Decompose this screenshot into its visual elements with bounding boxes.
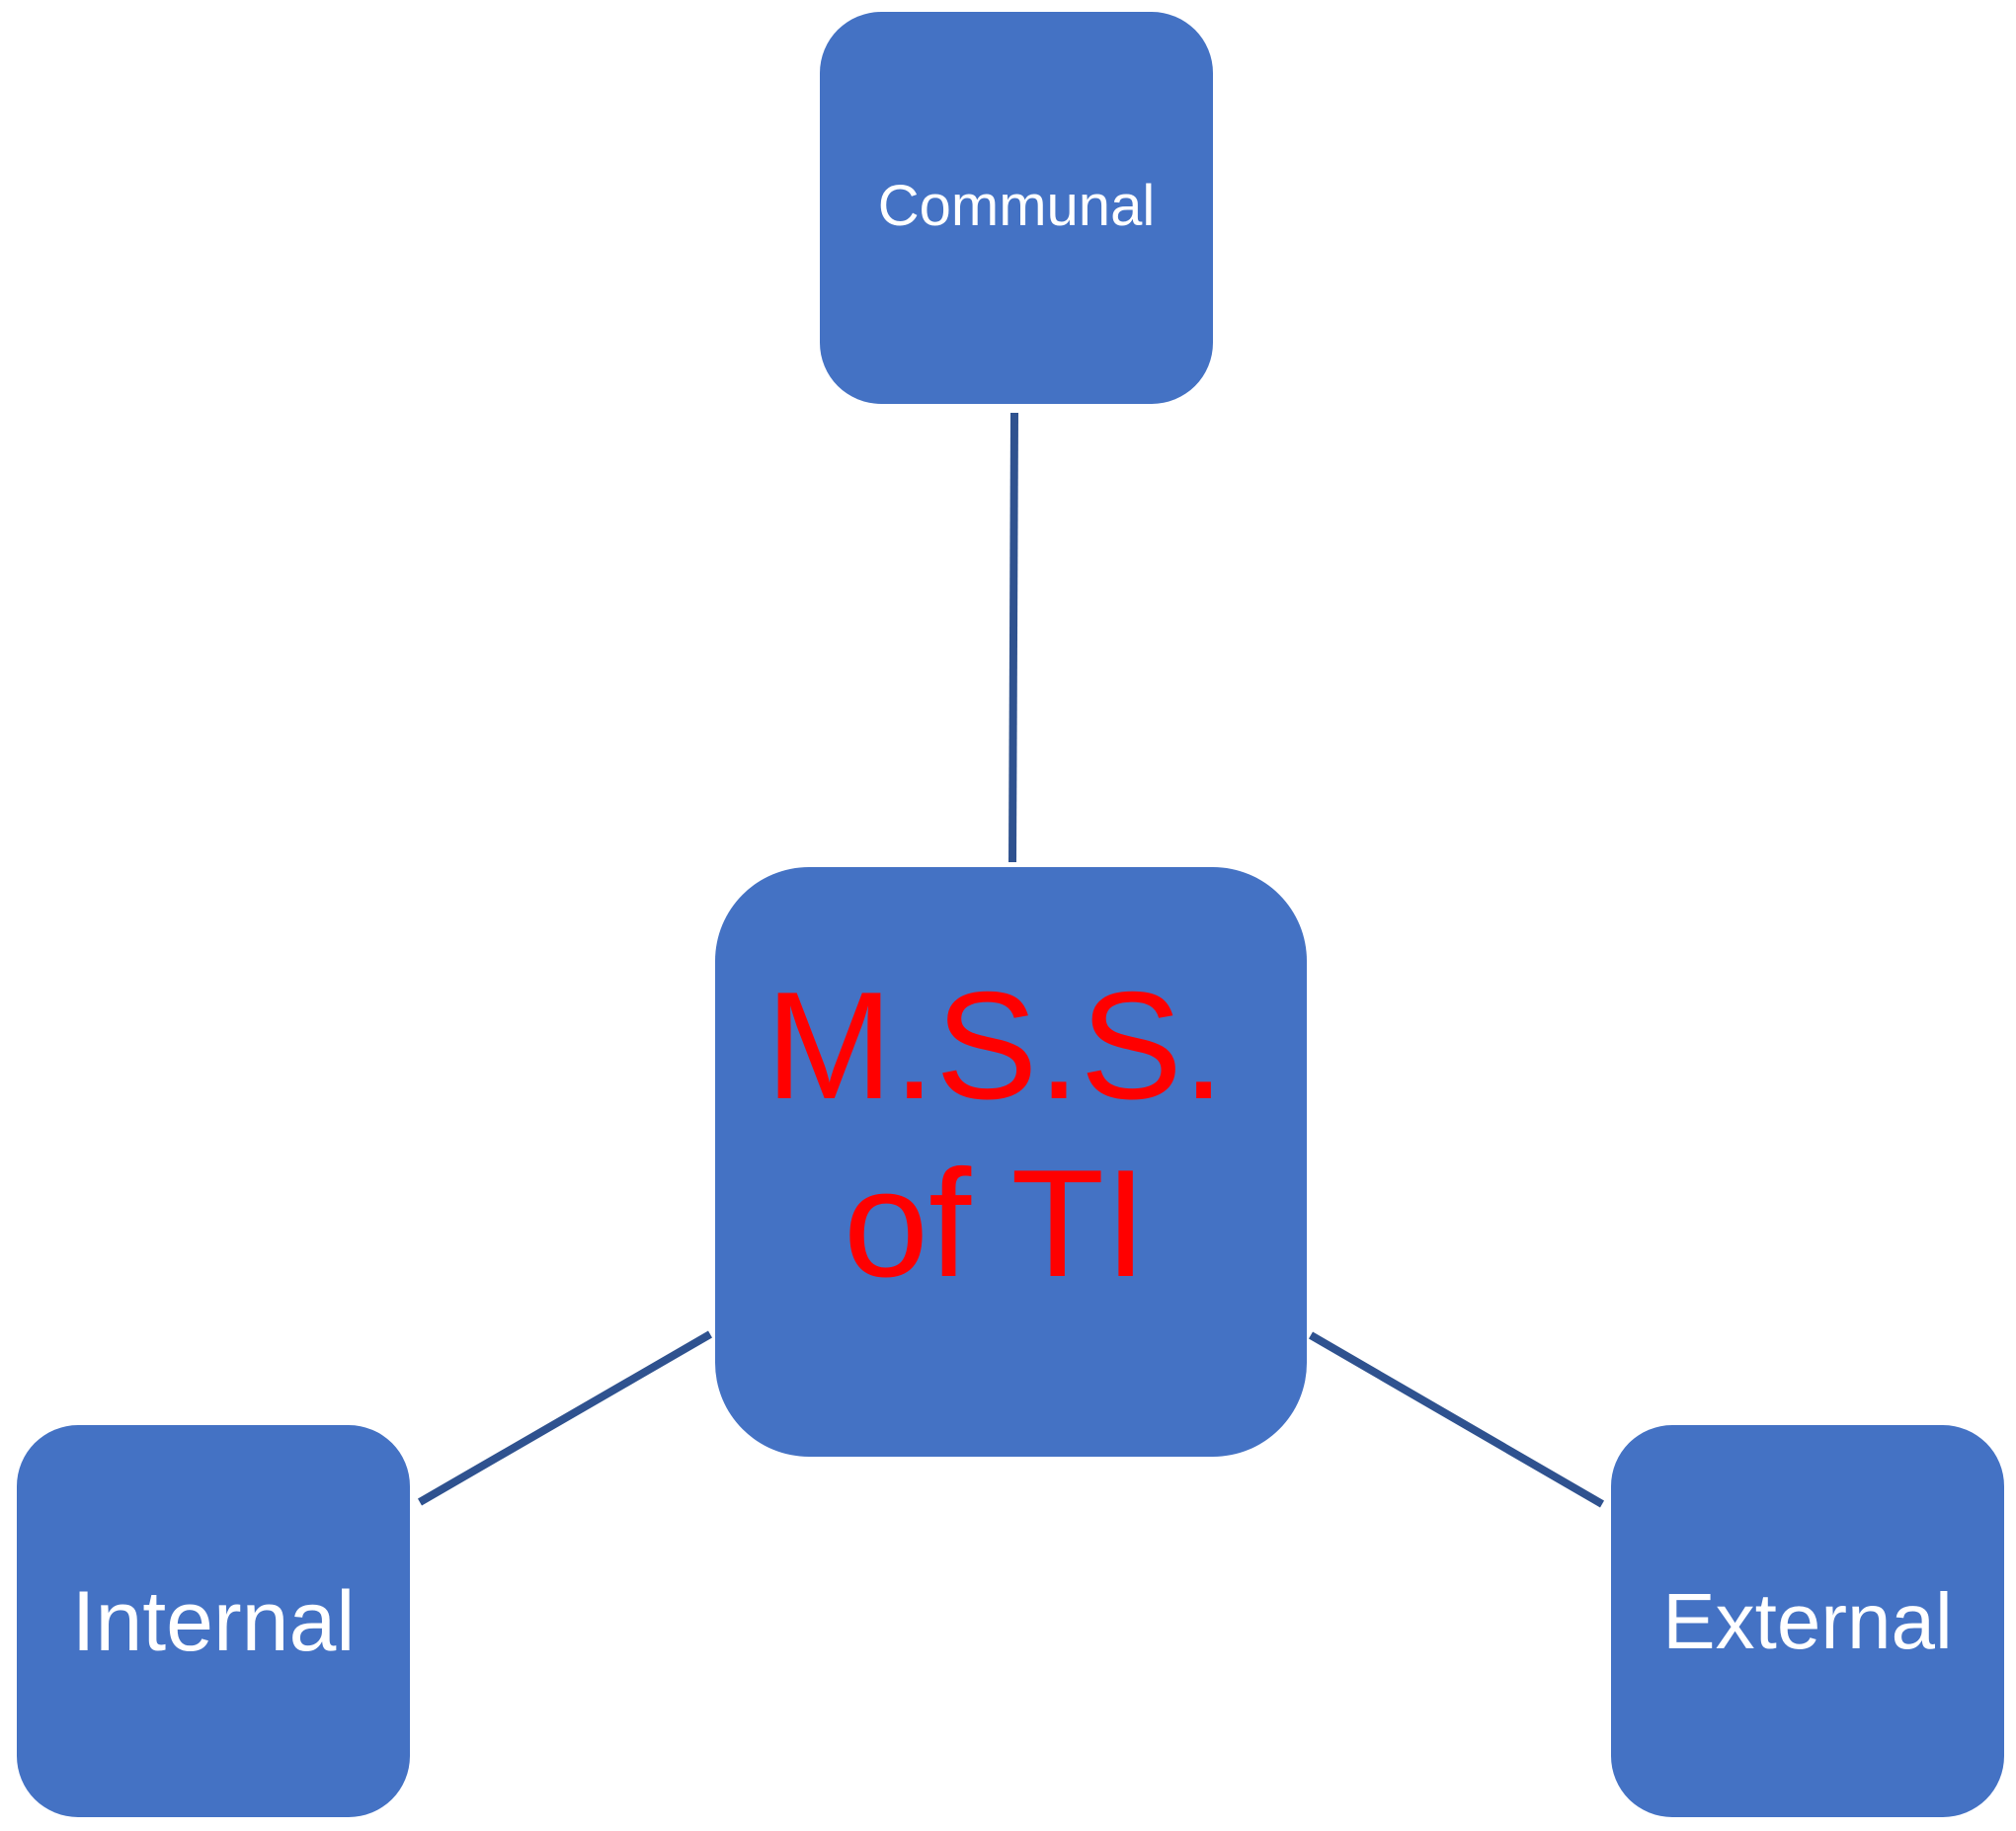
center-label: M.S.S. of TI	[765, 959, 1226, 1309]
internal-label: Internal	[71, 1573, 356, 1669]
external-node: External	[1611, 1425, 2004, 1817]
communal-node: Communal	[820, 12, 1213, 404]
connector-external	[1308, 1331, 1605, 1508]
connector-communal	[1008, 412, 1018, 863]
internal-node: Internal	[17, 1425, 410, 1817]
communal-label: Communal	[877, 173, 1156, 238]
external-label: External	[1662, 1576, 1953, 1665]
connector-internal	[417, 1330, 713, 1506]
center-node: M.S.S. of TI	[715, 867, 1307, 1457]
